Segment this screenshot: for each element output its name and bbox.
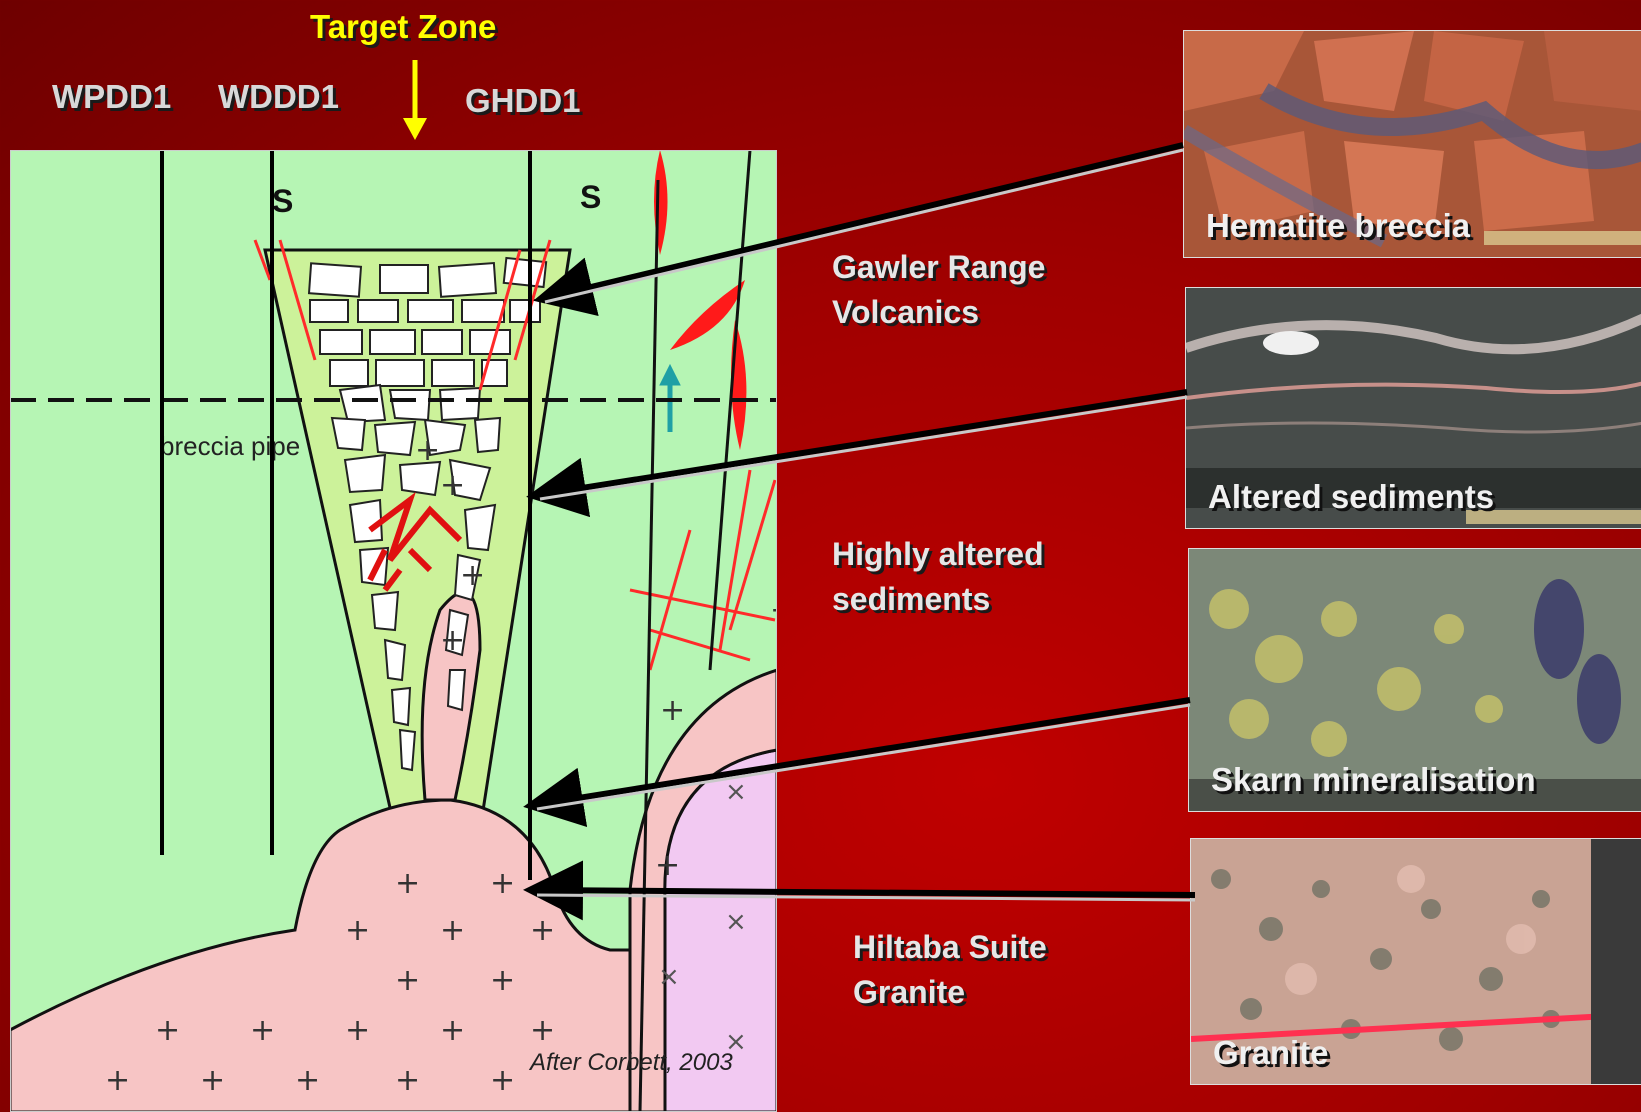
arrow-sediments (538, 392, 1187, 495)
arrow-hematite (545, 145, 1183, 298)
connector-arrow-group (535, 145, 1195, 895)
arrow-skarn (535, 700, 1190, 805)
